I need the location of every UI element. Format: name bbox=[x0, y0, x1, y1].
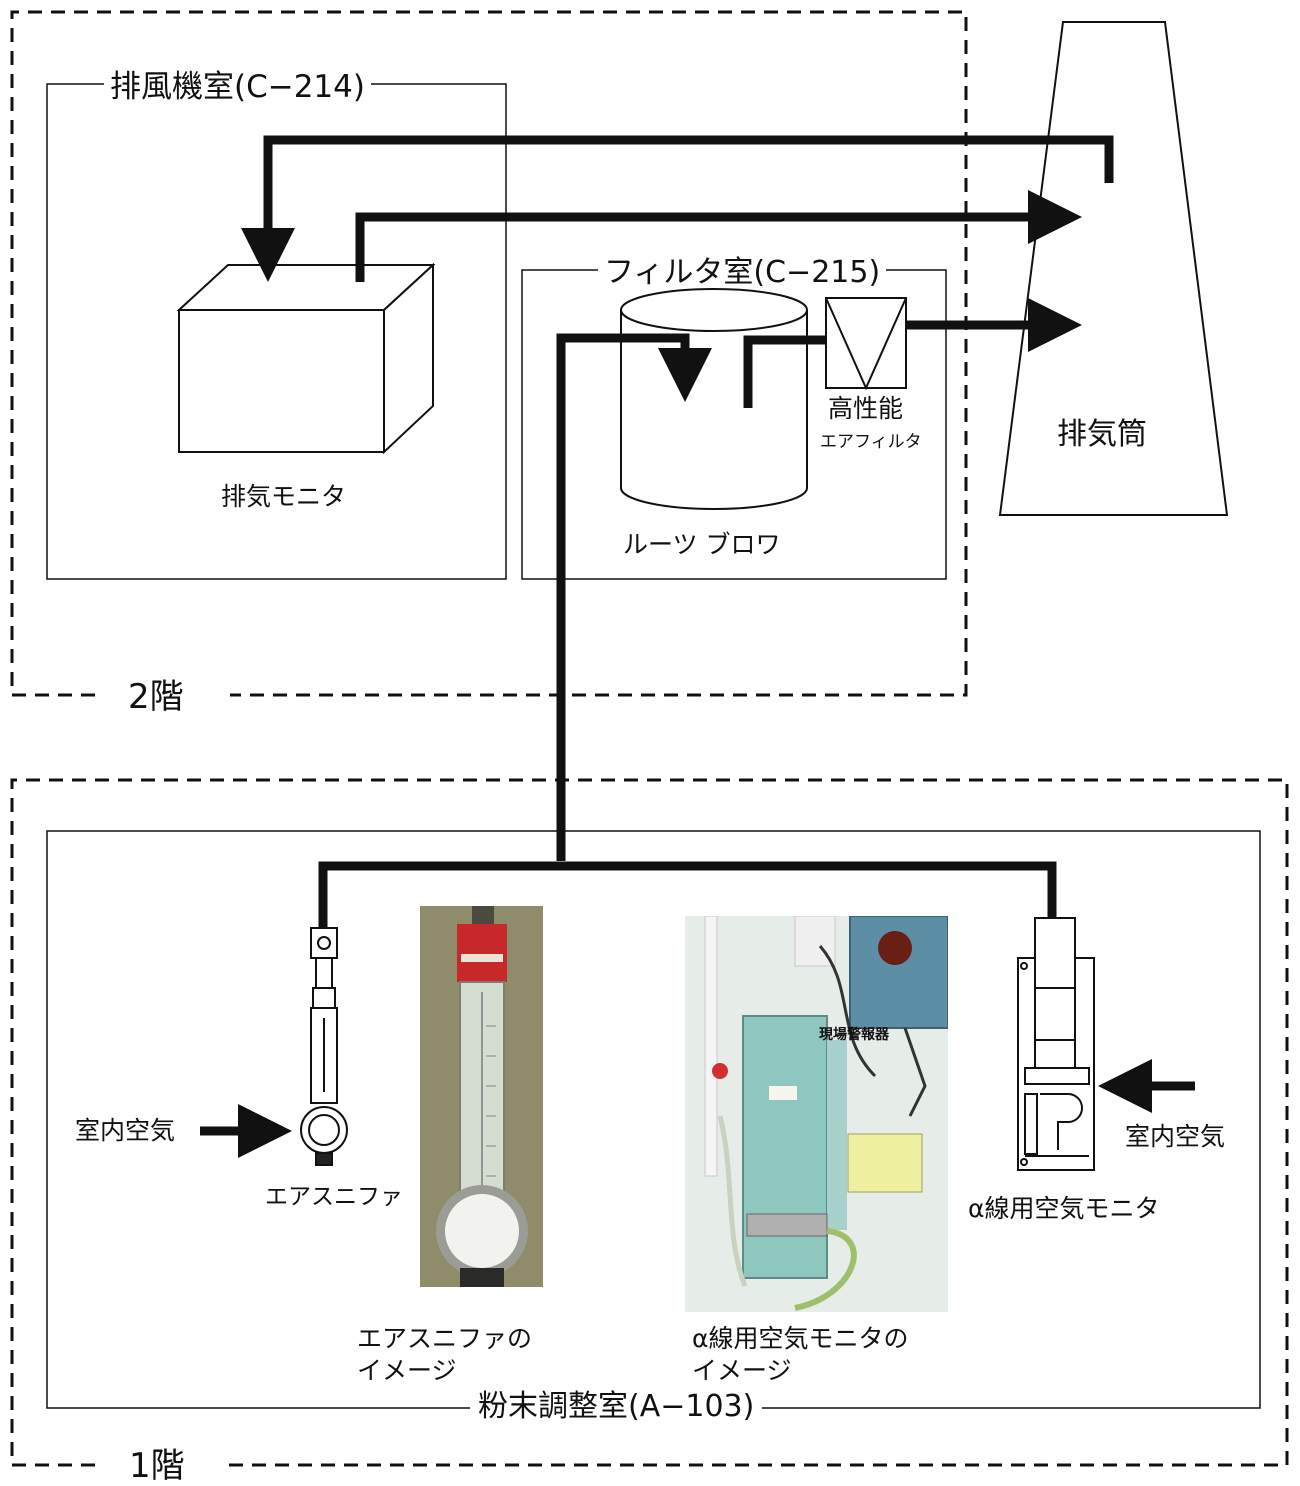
right-room-air-label: 室内空気 bbox=[1125, 1122, 1226, 1151]
roots-blower-label: ルーツ ブロワ bbox=[623, 530, 781, 559]
hepa-filter-box bbox=[825, 297, 907, 391]
alpha-photo-caption-2: イメージ bbox=[692, 1356, 792, 1385]
monitor-exhaust-pipe bbox=[355, 190, 1082, 282]
alpha-monitor-label: α線用空気モニタ bbox=[968, 1194, 1160, 1223]
alpha-monitor-drawing bbox=[1017, 917, 1095, 1171]
fan-room-title: 排風機室(C−214) bbox=[104, 72, 371, 103]
powder-room-title: 粉末調整室(A−103) bbox=[470, 1392, 763, 1422]
floor-2-boundary bbox=[10, 10, 968, 697]
hepa-filter-label-1: 高性能 bbox=[828, 394, 904, 423]
exhaust-monitor-box bbox=[176, 262, 436, 455]
air-sniffer-drawing bbox=[300, 927, 348, 1166]
exhaust-stack-label: 排気筒 bbox=[1057, 417, 1147, 452]
hepa-filter-label-2: エアフィルタ bbox=[820, 432, 922, 452]
alpha-photo-caption-1: α線用空気モニタの bbox=[692, 1324, 909, 1353]
floor-1-label: 1階 bbox=[123, 1449, 191, 1483]
left-room-air-label: 室内空気 bbox=[75, 1116, 176, 1145]
sniffer-photo-caption-2: イメージ bbox=[357, 1356, 457, 1385]
exhaust-stack bbox=[998, 21, 1229, 516]
sampling-header-pipe bbox=[318, 861, 1057, 928]
filter-room-title: フィルタ室(C−215) bbox=[598, 258, 887, 288]
alarm-label: 現場警報器 bbox=[819, 1027, 889, 1043]
roots-blower-cylinder bbox=[620, 288, 808, 510]
floor-2-label: 2階 bbox=[122, 680, 190, 714]
stack-return-pipe bbox=[241, 135, 1114, 282]
air-sniffer-photo bbox=[420, 906, 543, 1287]
exhaust-monitor-label: 排気モニタ bbox=[221, 482, 347, 511]
air-sniffer-label: エアスニファ bbox=[265, 1184, 403, 1210]
floor-1-boundary bbox=[10, 778, 1289, 1467]
alpha-monitor-photo: 現場警報器 bbox=[685, 916, 948, 1312]
blower-outlet-pipe bbox=[743, 335, 826, 408]
sniffer-photo-caption-1: エアスニファの bbox=[357, 1324, 533, 1353]
main-suction-pipe bbox=[556, 333, 712, 861]
